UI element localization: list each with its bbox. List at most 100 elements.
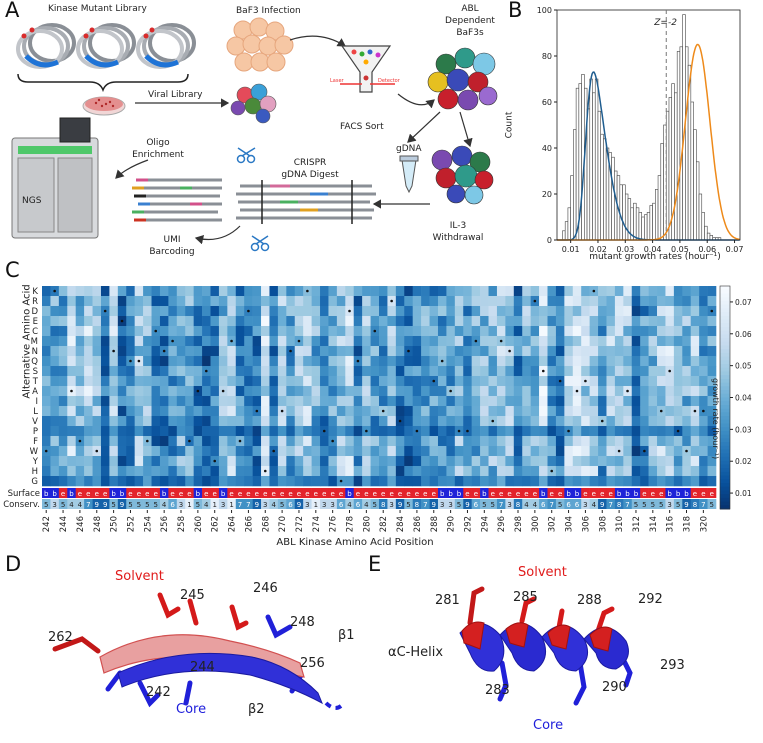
heatmap-cell	[75, 326, 85, 337]
heatmap-cell	[564, 386, 574, 397]
conservation-cell	[454, 499, 464, 509]
conservation-value: 9	[398, 501, 402, 509]
heatmap-cell	[320, 456, 329, 467]
heatmap-cell	[539, 416, 548, 427]
heatmap-cell	[412, 396, 422, 407]
surface-cell	[640, 488, 649, 498]
wildtype-marker	[44, 449, 48, 453]
heatmap-cell	[50, 436, 60, 447]
colorbar-segment	[720, 371, 730, 376]
heatmap-cell	[210, 296, 220, 307]
heatmap-cell	[648, 386, 658, 397]
heatmap-cell	[505, 396, 515, 407]
wildtype-marker	[297, 339, 301, 343]
heatmap-cell	[522, 456, 531, 467]
heatmap-cell	[261, 476, 270, 487]
heatmap-cell	[261, 356, 270, 367]
heatmap-cell	[395, 306, 405, 317]
heatmap-cell	[277, 366, 287, 377]
heatmap-cell	[437, 446, 447, 457]
heatmap-cell	[269, 396, 279, 407]
colorbar-segment	[720, 345, 730, 350]
heatmap-cell	[471, 286, 481, 297]
heatmap-cell	[193, 436, 203, 447]
heatmap-cell	[631, 426, 641, 437]
heatmap-cell	[252, 376, 262, 387]
heatmap-cell	[277, 456, 287, 467]
heatmap-cell	[488, 376, 498, 387]
conservation-value: 5	[406, 501, 410, 509]
heatmap-cell	[134, 366, 144, 377]
heatmap-cell	[320, 476, 329, 487]
heatmap-cell	[379, 416, 388, 427]
heatmap-cell	[421, 376, 430, 387]
conservation-value: 6	[474, 501, 479, 509]
heatmap-cell	[193, 326, 203, 337]
heatmap-cell	[202, 306, 211, 317]
heatmap-cell	[126, 326, 135, 337]
heatmap-cell	[589, 406, 599, 417]
heatmap-cell	[67, 336, 76, 347]
conservation-cell	[261, 499, 270, 509]
heatmap-cell	[261, 366, 270, 377]
heatmap-cell	[421, 406, 430, 417]
strand-beta2: β2	[248, 702, 265, 717]
heatmap-cell	[168, 296, 178, 307]
heatmap-cell	[151, 376, 161, 387]
heatmap-cell	[218, 456, 228, 467]
heatmap-cell	[480, 466, 489, 477]
heatmap-cell	[446, 296, 456, 307]
heatmap-cell	[294, 356, 304, 367]
heatmap-cell	[539, 476, 548, 487]
heatmap-cell	[454, 386, 464, 397]
heatmap-cell	[446, 406, 456, 417]
surface-cell	[539, 488, 548, 498]
heatmap-cell	[370, 376, 380, 387]
heatmap-cell	[362, 286, 371, 297]
heatmap-cell	[261, 336, 270, 347]
heatmap-cell	[75, 346, 85, 357]
x-tick-label: 248	[93, 516, 103, 532]
heatmap-cell	[379, 426, 388, 437]
heatmap-cell	[598, 456, 607, 467]
heatmap-cell	[539, 306, 548, 317]
conservation-value: 5	[137, 501, 141, 509]
heatmap-cell	[699, 396, 708, 407]
panel-d-core-label: Core	[176, 702, 207, 717]
heatmap-cell	[505, 456, 515, 467]
heatmap-cell	[109, 316, 119, 327]
heatmap-cell	[547, 366, 557, 377]
heatmap-cell	[404, 476, 413, 487]
histogram-bar	[622, 184, 626, 241]
heatmap-cell	[252, 286, 262, 297]
heatmap-cell	[471, 346, 481, 357]
heatmap-cell	[513, 306, 523, 317]
heatmap-cell	[690, 346, 700, 357]
heatmap-cell	[429, 326, 439, 337]
heatmap-cell	[699, 306, 708, 317]
heatmap-cell	[134, 386, 144, 397]
heatmap-cell	[572, 316, 582, 327]
heatmap-cell	[261, 416, 270, 427]
surface-cell	[581, 488, 590, 498]
heatmap-cell	[126, 416, 135, 427]
heatmap-cell	[100, 286, 110, 297]
heatmap-cell	[227, 386, 237, 397]
heatmap-cell	[564, 476, 574, 487]
heatmap-cell	[168, 476, 178, 487]
heatmap-cell	[530, 306, 540, 317]
heatmap-cell	[421, 456, 430, 467]
heatmap-cell	[572, 356, 582, 367]
heatmap-cell	[235, 356, 245, 367]
conservation-value: 5	[558, 501, 562, 509]
surface-cell	[50, 488, 60, 498]
heatmap-cell	[665, 306, 675, 317]
heatmap-cell	[303, 406, 312, 417]
heatmap-cell	[311, 376, 321, 387]
heatmap-cell	[202, 446, 211, 457]
umi-label-2: Barcoding	[149, 247, 195, 257]
surface-letter: e	[170, 490, 174, 498]
conservation-value: 1	[229, 501, 233, 509]
heatmap-cell	[513, 456, 523, 467]
heatmap-cell	[42, 396, 51, 407]
